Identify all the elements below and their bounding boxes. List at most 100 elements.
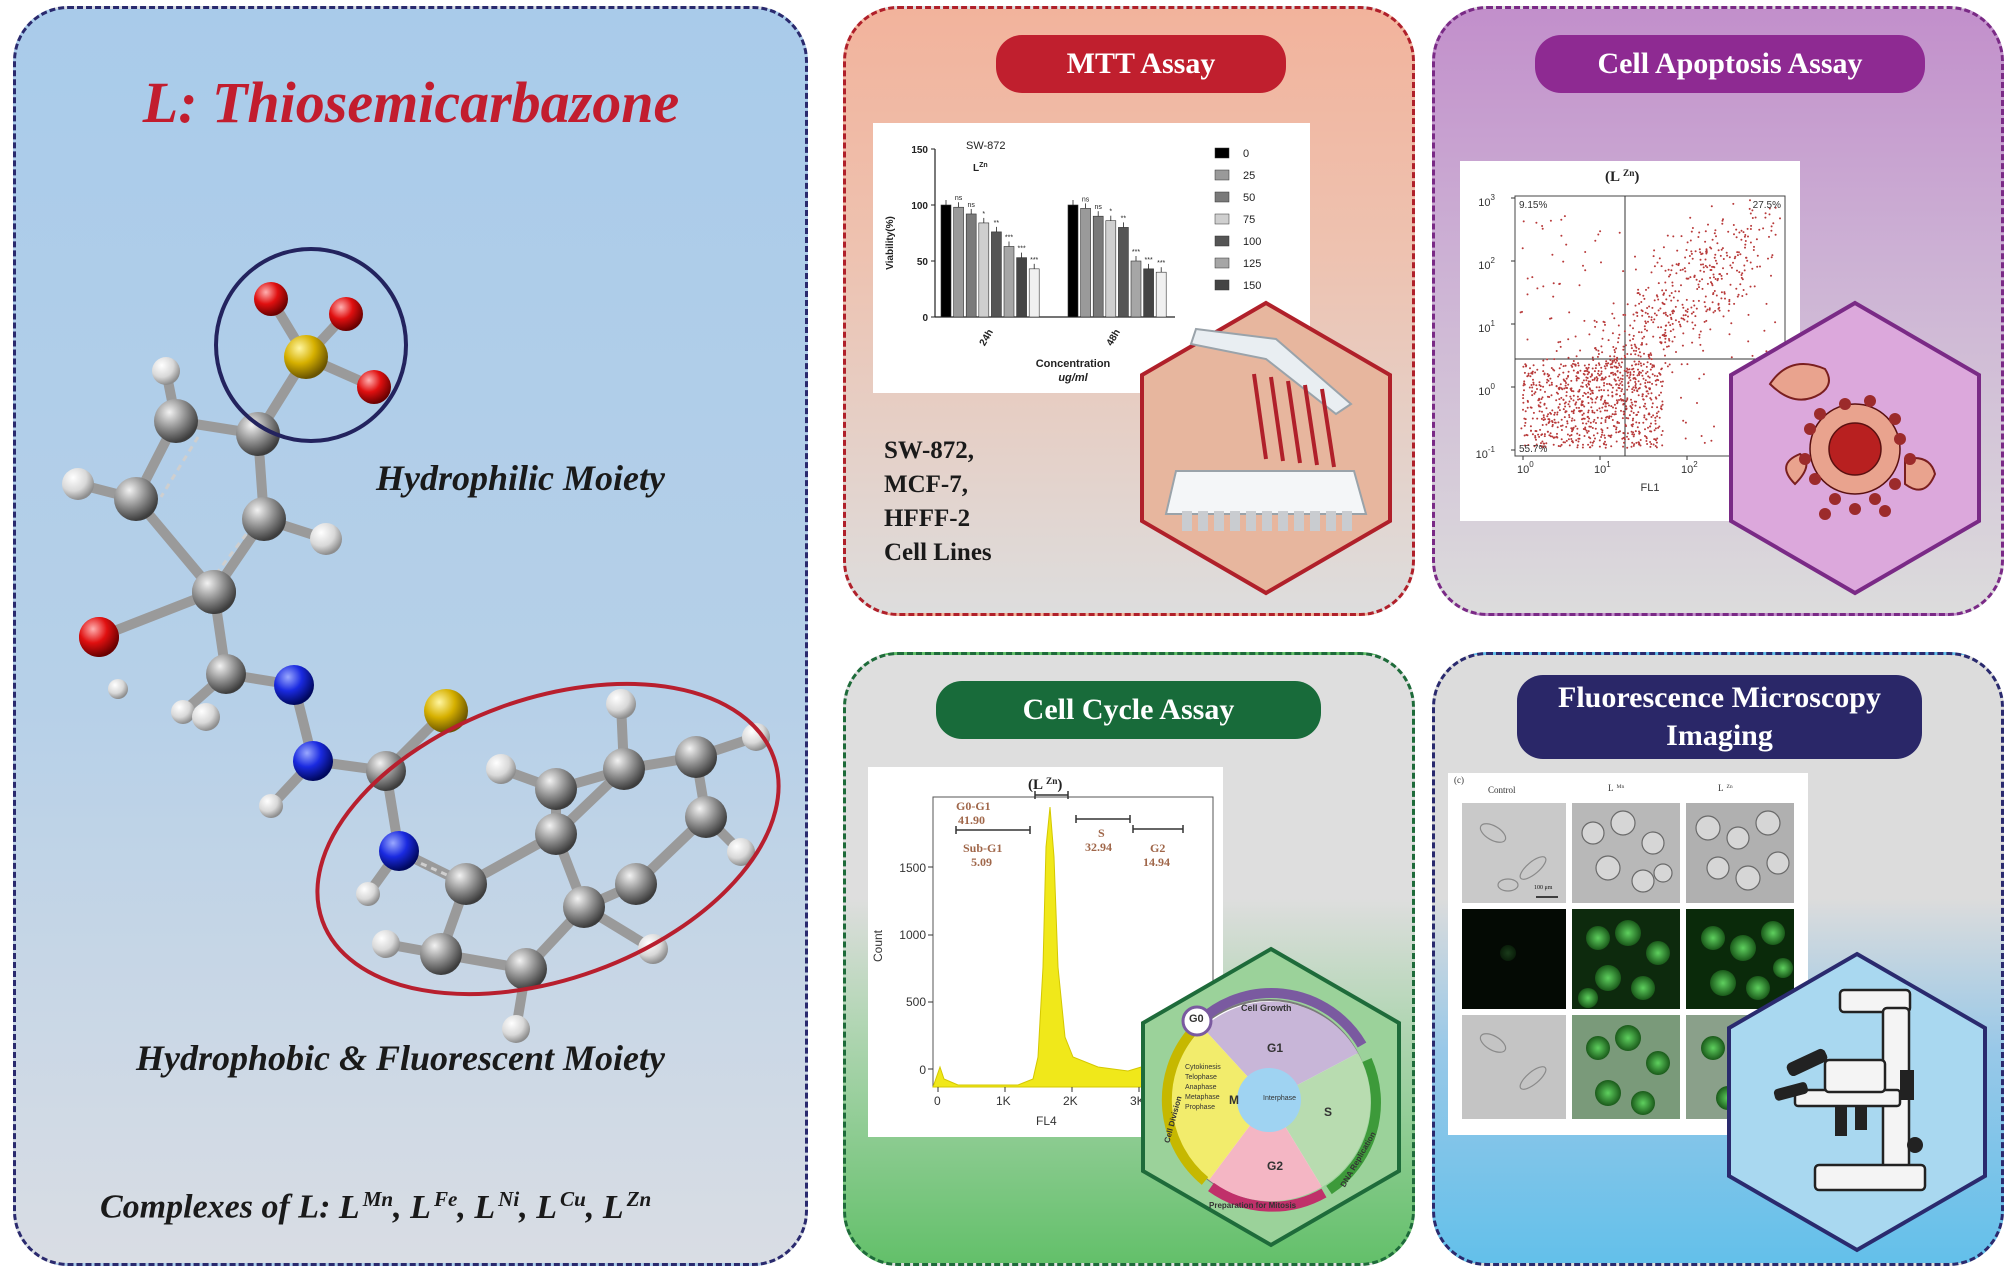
significance-label: ns <box>955 195 963 202</box>
significance-label: * <box>982 211 985 218</box>
x-category-label: 24h <box>978 328 996 348</box>
fluorescence-pill: Fluorescence Microscopy Imaging <box>1517 675 1922 759</box>
fluorescence-imaging-panel: Fluorescence Microscopy Imaging (c) Cont… <box>1432 652 2004 1266</box>
gate-g0g1-value: 41.90 <box>958 813 985 827</box>
x-axis-unit: ug/ml <box>1058 372 1088 384</box>
apoptotic-cell-hexagon-icon <box>1729 300 1981 596</box>
bar <box>1105 220 1117 318</box>
cell-cycle-histogram <box>928 791 1214 1092</box>
hydrophobic-label: Hydrophobic & Fluorescent Moiety <box>136 1038 665 1078</box>
x-axis-label: FL4 <box>1036 1114 1057 1128</box>
legend-swatch <box>1214 169 1230 181</box>
legend-label: 100 <box>1243 236 1261 248</box>
gate-g2-value: 14.94 <box>1143 855 1170 869</box>
legend-swatch <box>1214 191 1230 203</box>
fluorescence-pill-line1: Fluorescence Microscopy <box>1558 681 1881 714</box>
hydrophilic-ellipse <box>214 247 408 443</box>
y-axis-label: Count <box>871 929 886 963</box>
x-tick-2k: 2K <box>1063 1094 1078 1108</box>
bar <box>1080 208 1091 318</box>
y-tick-label: 10-1 <box>1476 445 1496 461</box>
apoptosis-assay-pill: Cell Apoptosis Assay <box>1535 35 1925 93</box>
quadrant-upper-left: 9.15% <box>1519 200 1547 211</box>
wheel-mitosis-steps: Cytokinesis Telophase Anaphase Metaphase… <box>1185 1064 1221 1111</box>
fluorescence-pill-line2: Imaging <box>1666 719 1773 752</box>
bar <box>978 222 990 318</box>
x-tick-label: 102 <box>1681 460 1698 476</box>
cell-cycle-pill: Cell Cycle Assay <box>936 681 1321 739</box>
y-tick-500: 500 <box>905 995 926 1009</box>
significance-label: *** <box>1018 246 1026 253</box>
y-tick-1000: 1000 <box>899 928 926 942</box>
ligand-title: L: Thiosemicarbazone <box>142 70 680 135</box>
wheel-s: S <box>1324 1105 1333 1119</box>
microscope-hexagon-icon <box>1727 951 1987 1253</box>
wheel-g0: G0 <box>1189 1013 1204 1025</box>
x-tick-1k: 1K <box>996 1094 1011 1108</box>
bar <box>1016 257 1027 318</box>
significance-label: *** <box>1157 260 1165 267</box>
significance-label: *** <box>1145 257 1153 264</box>
significance-label: ns <box>967 202 975 209</box>
significance-label: ** <box>1121 215 1127 222</box>
gate-subg1-name: Sub-G1 <box>963 841 1003 855</box>
complexes-prefix: Complexes of L: <box>100 1188 339 1226</box>
significance-label: *** <box>1030 257 1038 264</box>
hydrophobic-ellipse <box>315 681 781 997</box>
y-tick-label: 102 <box>1478 256 1495 272</box>
significance-label: ns <box>1082 196 1090 203</box>
wheel-prep: Preparation for Mitosis <box>1209 1201 1297 1210</box>
scale-bar-label: 100 μm <box>1534 885 1553 891</box>
thiosemicarbazone-panel: L: Thiosemicarbazone <box>13 6 808 1266</box>
bar <box>965 213 977 318</box>
x-axis-label: FL1 <box>1641 482 1660 494</box>
hydrophilic-label: Hydrophilic Moiety <box>376 458 665 498</box>
bar <box>1067 204 1079 318</box>
gate-subg1-value: 5.09 <box>971 855 992 869</box>
cell-cycle-wheel-hexagon: G0 Cell Growth G1 S G2 M Interphase DNA … <box>1139 945 1404 1250</box>
wheel-m: M <box>1229 1093 1239 1107</box>
legend-swatch <box>1214 257 1230 269</box>
bar <box>991 231 1002 318</box>
event-dots <box>1519 199 1781 449</box>
chart-subtitle: LZn <box>973 162 988 174</box>
bar <box>1003 246 1015 318</box>
wheel-growth: Cell Growth <box>1241 1003 1292 1013</box>
molecule-structure <box>62 247 781 1043</box>
gate-g0g1-name: G0-G1 <box>956 799 991 813</box>
y-tick-label: 100 <box>911 201 928 212</box>
bar <box>1092 215 1104 318</box>
y-tick-1500: 1500 <box>899 861 926 875</box>
y-axis-label: Viability(%) <box>885 216 896 270</box>
x-tick-label: 100 <box>1517 460 1534 476</box>
significance-label: ** <box>994 220 1000 227</box>
quadrant-upper-right: 27.5% <box>1753 200 1781 211</box>
gate-g2-name: G2 <box>1150 841 1166 855</box>
chart-title: SW-872 <box>966 140 1006 152</box>
bar <box>1155 271 1167 318</box>
significance-label: *** <box>1005 234 1013 241</box>
significance-label: ns <box>1094 204 1102 211</box>
legend-swatch <box>1214 235 1230 247</box>
bar <box>940 204 952 318</box>
x-category-label: 48h <box>1105 328 1123 348</box>
wheel-interphase: Interphase <box>1263 1095 1297 1102</box>
mtt-bar-chart: 050100150Viability(%)SW-872LZnnsns******… <box>885 140 1261 384</box>
panel-letter: (c) <box>1454 775 1464 785</box>
legend-label: 150 <box>1243 280 1261 292</box>
bar <box>953 206 964 318</box>
gate-s-value: 32.94 <box>1085 840 1112 854</box>
y-tick-label: 100 <box>1478 382 1495 398</box>
